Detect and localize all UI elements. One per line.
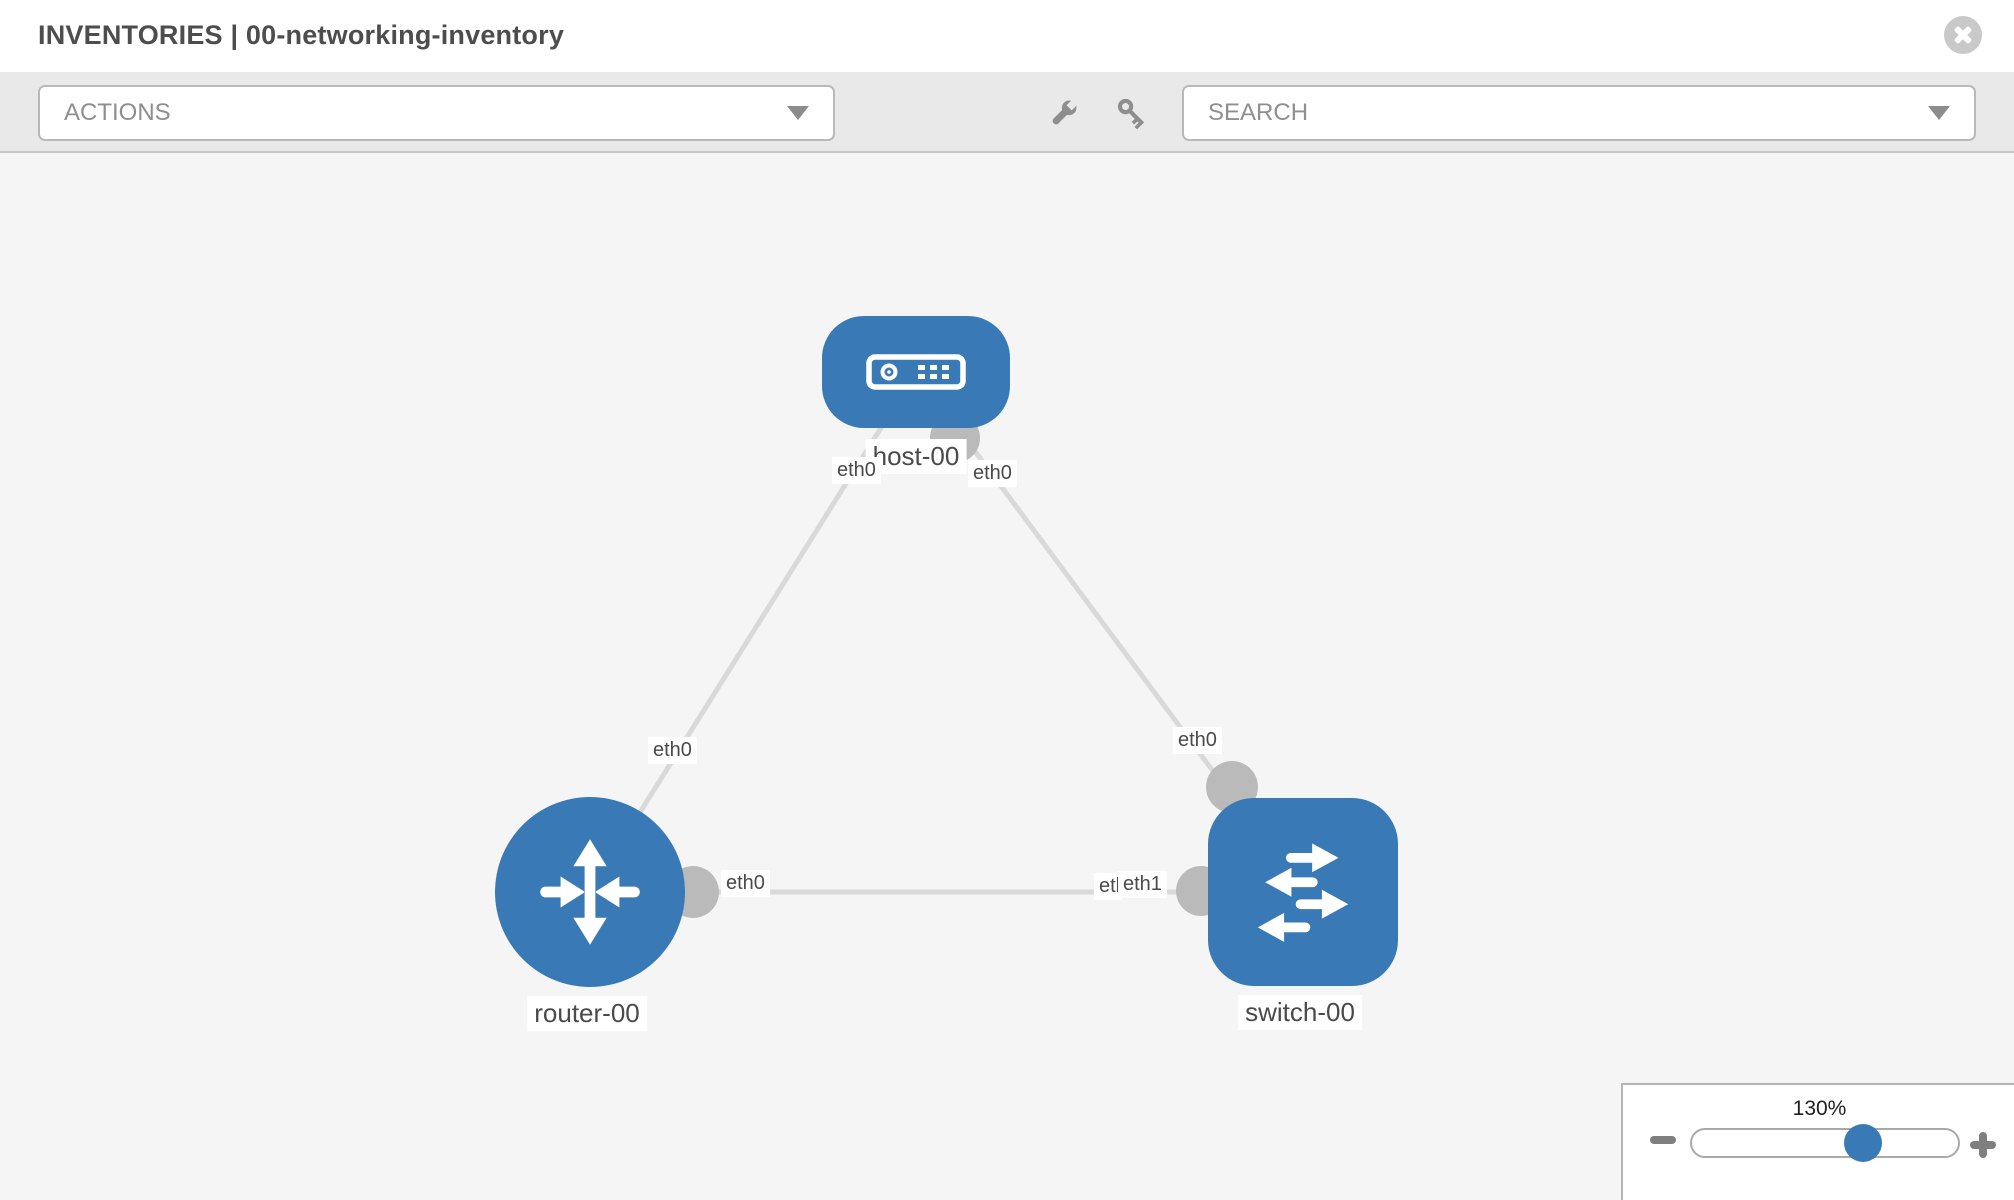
node-label-switch-00: switch-00 xyxy=(1238,995,1362,1030)
if-label-switch-eth0-top: eth0 xyxy=(1173,727,1222,754)
router-icon xyxy=(540,839,640,945)
zoom-level-value: 130% xyxy=(1792,1097,1847,1120)
key-icon[interactable] xyxy=(1114,96,1150,130)
if-label-router-eth0-mid: eth0 xyxy=(721,870,770,897)
if-label-switch-occluded: etl xyxy=(1094,873,1122,900)
zoom-control-panel: 130% xyxy=(1621,1083,2014,1200)
search-dropdown[interactable]: SEARCH xyxy=(1182,85,1976,141)
toolbar: ACTIONS SEARCH xyxy=(0,72,2014,153)
if-label-host-eth0-right: eth0 xyxy=(968,460,1017,487)
close-icon[interactable] xyxy=(1944,16,1982,54)
if-label-host-eth0-left: eth0 xyxy=(832,457,881,484)
search-dropdown-value: SEARCH xyxy=(1208,99,1309,126)
switch-icon xyxy=(1257,843,1349,942)
header: INVENTORIES | 00-networking-inventory xyxy=(0,0,2014,72)
topology-canvas[interactable]: host-00 router-00 switch-00 eth0 eth0 et… xyxy=(0,153,2014,1200)
zoom-slider-thumb[interactable] xyxy=(1844,1124,1882,1162)
chevron-down-icon xyxy=(1928,106,1950,120)
actions-dropdown-value: ACTIONS xyxy=(64,99,171,126)
zoom-slider-track[interactable] xyxy=(1690,1128,1960,1158)
host-icon xyxy=(866,354,966,390)
zoom-in-icon[interactable] xyxy=(1970,1132,1996,1158)
if-label-switch-eth1: eth1 xyxy=(1118,871,1167,898)
node-host-00[interactable] xyxy=(822,316,1010,428)
actions-dropdown[interactable]: ACTIONS xyxy=(38,85,835,141)
node-label-router-00: router-00 xyxy=(527,996,647,1031)
page-title: INVENTORIES | 00-networking-inventory xyxy=(38,20,565,50)
node-router-00[interactable] xyxy=(495,797,685,987)
node-switch-00[interactable] xyxy=(1208,798,1398,986)
chevron-down-icon xyxy=(787,106,809,120)
if-label-router-eth0-top: eth0 xyxy=(648,737,697,764)
zoom-out-icon[interactable] xyxy=(1650,1136,1676,1144)
wrench-icon[interactable] xyxy=(1046,96,1082,130)
interface-connectors xyxy=(667,413,1258,918)
node-label-host-00: host-00 xyxy=(865,439,967,474)
